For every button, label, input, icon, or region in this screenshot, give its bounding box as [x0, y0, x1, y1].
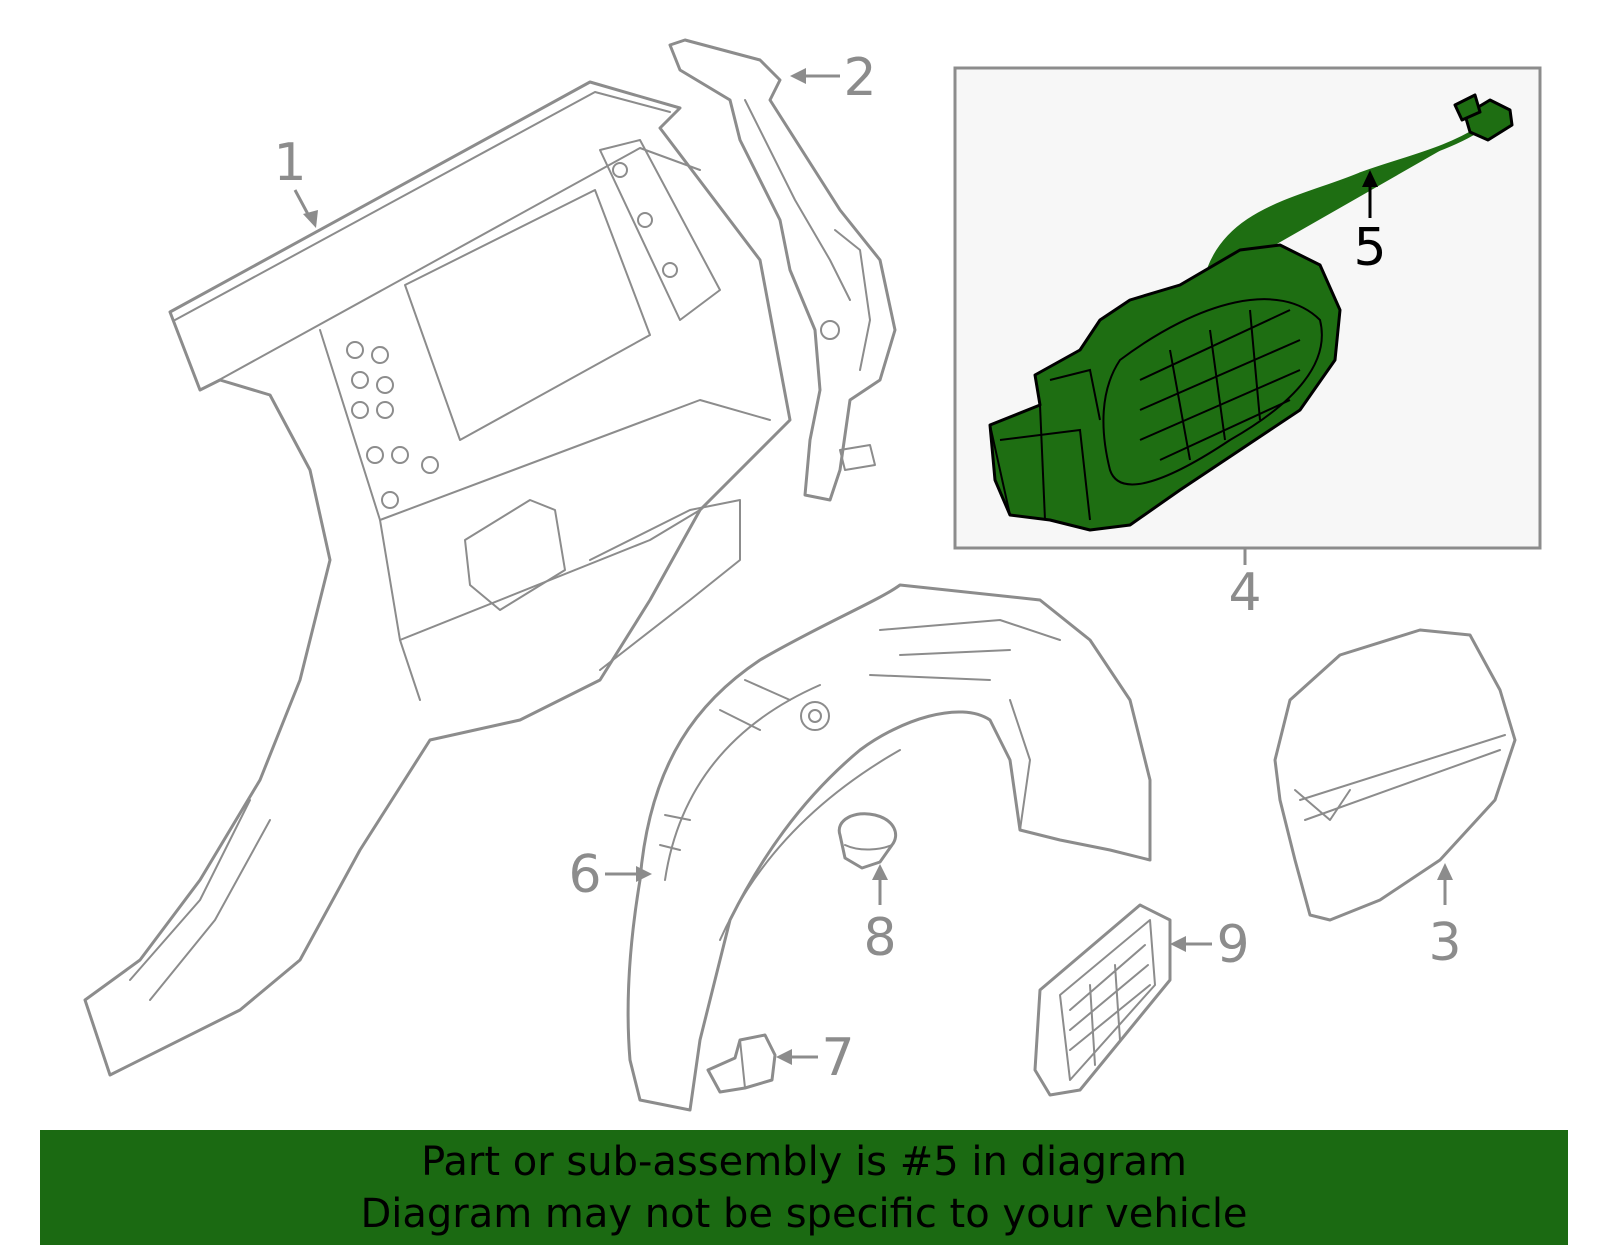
callout-6: 6 [568, 845, 652, 905]
parts-diagram: 1 2 3 4 5 6 7 8 9 [83, 38, 1542, 1112]
callout-8: 8 [863, 864, 897, 968]
callout-4: 4 [1228, 548, 1262, 623]
svg-text:2: 2 [843, 48, 876, 108]
part-6-wheel-liner [626, 583, 1152, 1112]
part-1-quarter-panel [83, 80, 792, 1077]
callout-9: 9 [1170, 915, 1250, 975]
svg-text:7: 7 [821, 1028, 854, 1088]
part-9-vent [1033, 903, 1172, 1097]
svg-text:5: 5 [1353, 218, 1386, 278]
part-2-pillar-trim [668, 38, 897, 502]
svg-text:8: 8 [863, 908, 896, 968]
svg-text:6: 6 [568, 845, 601, 905]
banner-line-1: Part or sub-assembly is #5 in diagram [421, 1138, 1187, 1185]
part-8-nut [837, 812, 898, 870]
callout-5: 5 [1353, 170, 1387, 278]
callout-2: 2 [790, 48, 877, 108]
svg-text:3: 3 [1428, 913, 1461, 973]
part-5-housing-highlighted [988, 93, 1514, 532]
part-3-fuel-door [1273, 628, 1517, 922]
svg-text:1: 1 [273, 133, 306, 193]
svg-text:9: 9 [1216, 915, 1249, 975]
callout-7: 7 [776, 1028, 855, 1088]
callout-3: 3 [1428, 863, 1462, 973]
callout-1: 1 [273, 133, 318, 228]
banner-line-2: Diagram may not be specific to your vehi… [360, 1190, 1248, 1237]
part-7-clip [706, 1033, 777, 1094]
svg-text:4: 4 [1228, 563, 1261, 623]
info-banner: Part or sub-assembly is #5 in diagram Di… [40, 1130, 1568, 1245]
